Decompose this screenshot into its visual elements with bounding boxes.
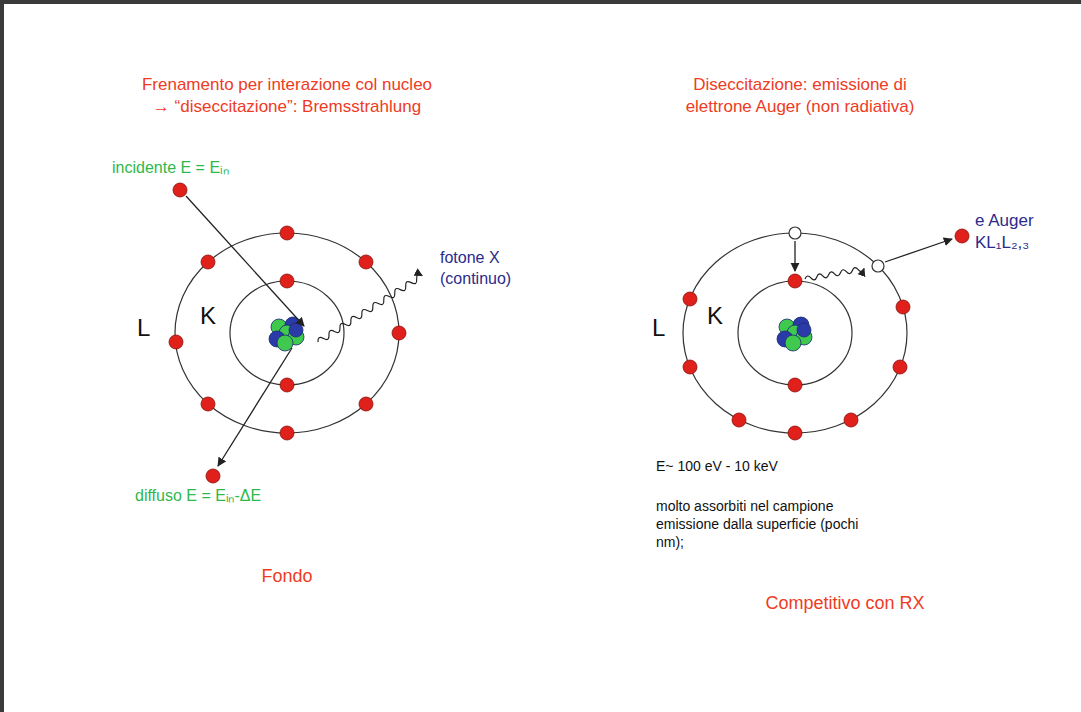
electron xyxy=(732,413,746,427)
electron xyxy=(788,274,802,288)
electron xyxy=(788,426,802,440)
photon-label: fotone X (continuo) xyxy=(440,248,550,290)
shell-label: K xyxy=(707,300,731,331)
orbit-shell xyxy=(175,233,399,433)
electron xyxy=(392,326,406,340)
electron xyxy=(280,378,294,392)
electron xyxy=(201,255,215,269)
nucleus xyxy=(269,317,304,351)
transition-arrow xyxy=(794,241,795,271)
energy-label: diffuso E = Eᵢₙ-ΔE xyxy=(135,486,335,507)
panel-heading: Frenamento per interazione col nucleo → … xyxy=(137,74,437,118)
transition-arrow xyxy=(885,239,952,262)
transition-arrow xyxy=(795,239,952,271)
shell-label: L xyxy=(652,312,676,343)
orbit-shell xyxy=(683,233,907,433)
electron xyxy=(896,300,910,314)
shell-label: K xyxy=(200,300,224,331)
electron xyxy=(683,292,697,306)
nucleus xyxy=(785,335,801,351)
electron xyxy=(169,335,183,349)
frame-edge xyxy=(0,0,4,712)
electron xyxy=(206,469,220,483)
orbit-shell xyxy=(683,233,907,433)
energy-label: incidente E = Eᵢₙ xyxy=(112,158,312,179)
nucleus xyxy=(797,323,811,337)
photon-wave xyxy=(805,266,865,281)
electron xyxy=(280,226,294,240)
shell-label: L xyxy=(137,312,161,343)
vacancy xyxy=(789,227,884,272)
nucleus xyxy=(777,317,812,351)
electron xyxy=(955,229,969,243)
energy-range: E~ 100 eV - 10 keV xyxy=(656,457,876,475)
panel-heading: Diseccitazione: emissione di elettrone A… xyxy=(675,74,925,118)
vacancy xyxy=(872,260,884,272)
orbit-shell xyxy=(175,233,399,433)
note: molto assorbiti nel campione emissione d… xyxy=(656,497,861,552)
nucleus xyxy=(277,335,293,351)
orbit-shell xyxy=(230,281,344,385)
electron xyxy=(788,378,802,392)
electron xyxy=(844,413,858,427)
orbit-shell xyxy=(738,281,852,385)
electron-path xyxy=(186,196,304,466)
electron xyxy=(683,229,969,440)
panel-caption: Competitivo con RX xyxy=(720,592,970,615)
electron xyxy=(683,360,697,374)
electron xyxy=(893,360,907,374)
electron xyxy=(169,183,406,483)
panel-caption: Fondo xyxy=(187,565,387,588)
frame-edge xyxy=(0,0,1081,4)
electron xyxy=(280,274,294,288)
electron xyxy=(359,397,373,411)
electron xyxy=(201,397,215,411)
electron xyxy=(280,426,294,440)
electron xyxy=(173,183,187,197)
photon-wave xyxy=(316,273,423,344)
vacancy xyxy=(789,227,801,239)
auger-label: e Auger KL₁L₂,₃ xyxy=(975,210,1065,254)
electron-path xyxy=(218,348,292,466)
nucleus xyxy=(289,323,303,337)
electron xyxy=(359,255,373,269)
